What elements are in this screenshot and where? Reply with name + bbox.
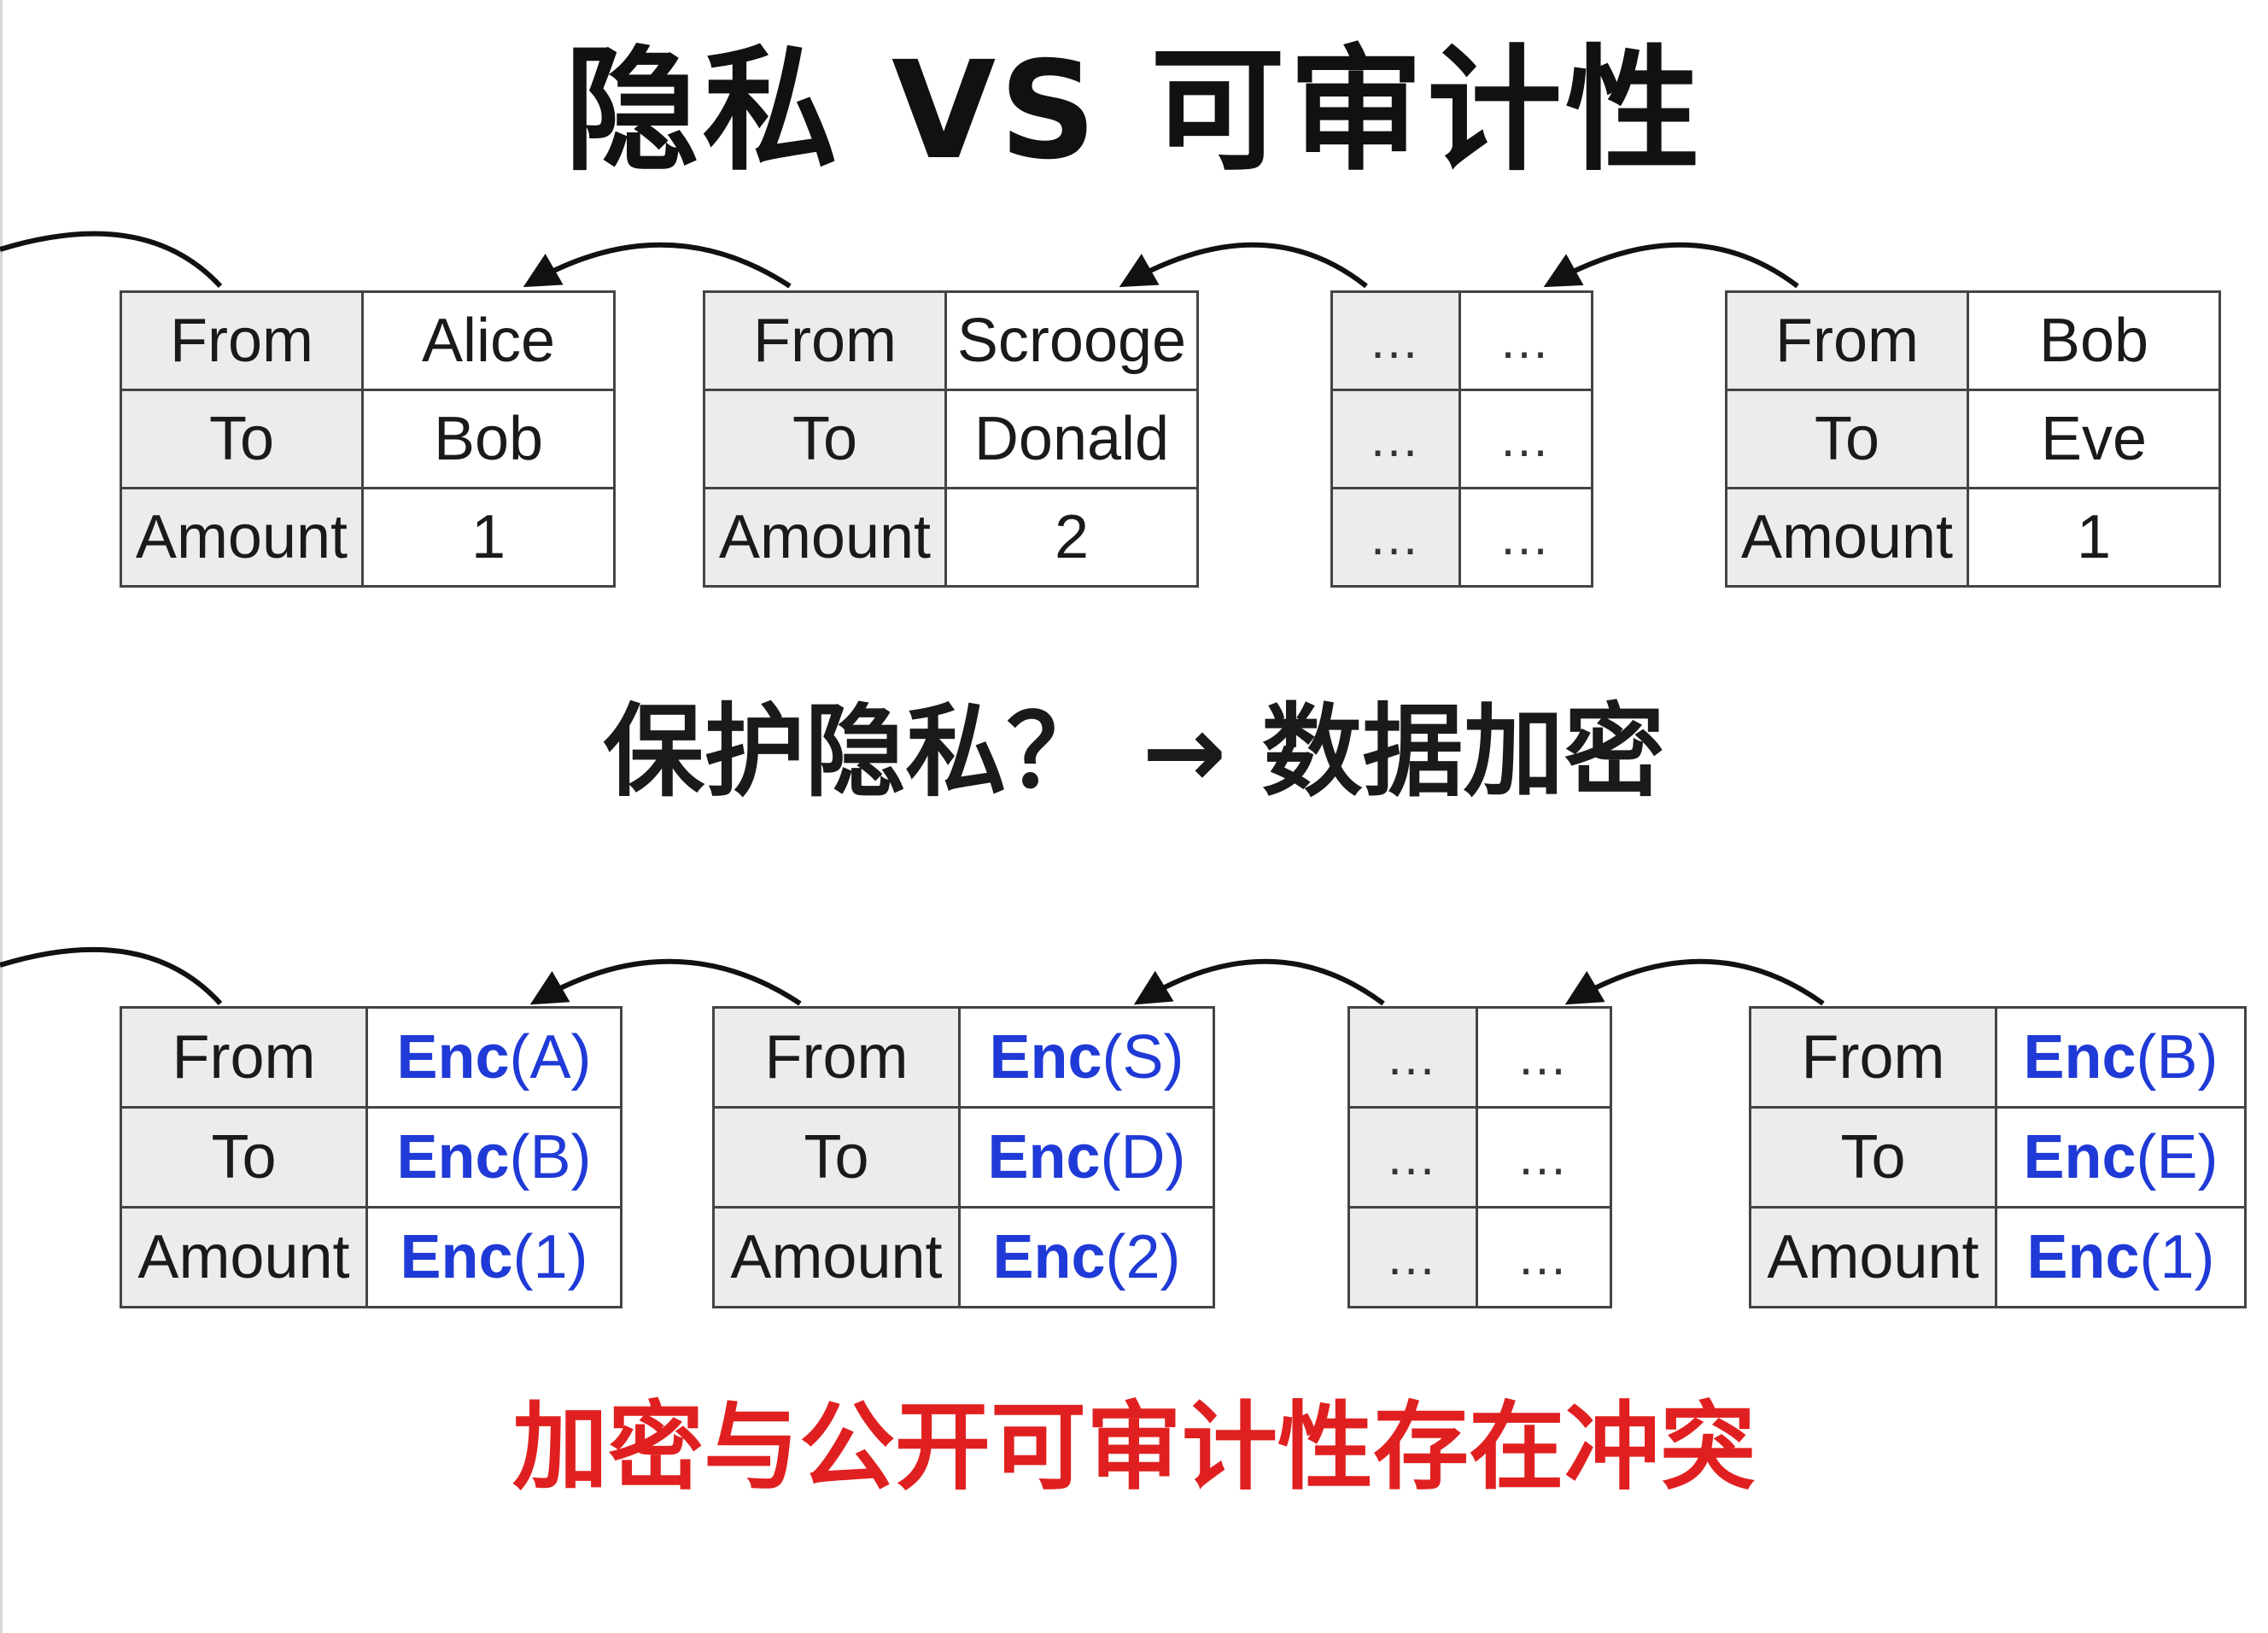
enc-argument: (2) — [1105, 1223, 1181, 1291]
page-left-edge — [0, 0, 3, 1633]
field-value: Alice — [361, 290, 616, 391]
enc-block-ellipsis: …… …… …… — [1347, 1006, 1612, 1308]
field-key: To — [703, 389, 947, 489]
encrypted-value: Enc(B) — [1995, 1006, 2247, 1109]
enc-function: Enc — [987, 1123, 1101, 1191]
enc-argument: (B) — [2136, 1023, 2218, 1092]
arrow-enc-3-to-2 — [1564, 958, 1825, 1006]
field-value: Bob — [361, 389, 616, 489]
ellipsis-cell: … — [1476, 1006, 1612, 1109]
field-key: From — [712, 1006, 961, 1109]
enc-argument: (B) — [509, 1123, 592, 1191]
enc-argument: (A) — [509, 1023, 592, 1092]
arrow-plain-0-offpage — [0, 231, 223, 289]
conflict-note: 加密与公开可审计性存在冲突 — [512, 1392, 1756, 1503]
ellipsis-cell: … — [1476, 1106, 1612, 1209]
enc-function: Enc — [396, 1123, 510, 1191]
field-value: 2 — [944, 487, 1199, 588]
field-key: From — [1725, 290, 1969, 391]
field-key: Amount — [703, 487, 947, 588]
enc-argument: (S) — [1102, 1023, 1184, 1092]
encrypted-value: Enc(E) — [1995, 1106, 2247, 1209]
field-key: From — [120, 290, 364, 391]
field-key: To — [1725, 389, 1969, 489]
field-key: Amount — [712, 1206, 961, 1308]
enc-function: Enc — [989, 1023, 1102, 1092]
field-key: Amount — [1725, 487, 1969, 588]
enc-function: Enc — [2026, 1223, 2140, 1291]
ellipsis-cell: … — [1458, 487, 1593, 588]
arrow-enc-2-to-1 — [1133, 958, 1385, 1006]
field-value: Donald — [944, 389, 1199, 489]
field-key: Amount — [1749, 1206, 1997, 1308]
enc-function: Enc — [2023, 1123, 2136, 1191]
arrow-plain-2-to-1 — [1119, 242, 1368, 289]
enc-function: Enc — [2023, 1023, 2136, 1092]
enc-argument: (D) — [1100, 1123, 1186, 1191]
plain-block-ellipsis: …… …… …… — [1330, 290, 1593, 588]
privacy-encryption-heading: 保护隐私？ → 数据加密 — [603, 693, 1665, 811]
field-key: To — [1749, 1106, 1997, 1209]
ellipsis-cell: … — [1458, 389, 1593, 489]
field-value: Bob — [1967, 290, 2221, 391]
enc-function: Enc — [396, 1023, 510, 1092]
field-key: From — [703, 290, 947, 391]
ellipsis-cell: … — [1347, 1106, 1478, 1209]
arrow-enc-0-offpage — [0, 946, 223, 1006]
field-key: Amount — [120, 1206, 368, 1308]
field-key: To — [120, 389, 364, 489]
enc-argument: (E) — [2136, 1123, 2218, 1191]
enc-function: Enc — [992, 1223, 1106, 1291]
enc-argument: (1) — [2139, 1223, 2215, 1291]
ellipsis-cell: … — [1458, 290, 1593, 391]
ellipsis-cell: … — [1330, 389, 1461, 489]
encrypted-value: Enc(A) — [365, 1006, 623, 1109]
enc-argument: (1) — [512, 1223, 588, 1291]
page-title: 隐私 VS 可审计性 — [564, 32, 1704, 190]
ellipsis-cell: … — [1476, 1206, 1612, 1308]
ellipsis-cell: … — [1330, 290, 1461, 391]
ellipsis-cell: … — [1347, 1006, 1478, 1109]
encrypted-value: Enc(S) — [958, 1006, 1215, 1109]
encrypted-value: Enc(D) — [958, 1106, 1215, 1209]
field-key: From — [120, 1006, 368, 1109]
ellipsis-cell: … — [1347, 1206, 1478, 1308]
field-key: To — [712, 1106, 961, 1209]
ellipsis-cell: … — [1330, 487, 1461, 588]
field-key: From — [1749, 1006, 1997, 1109]
arrow-plain-3-to-2 — [1543, 242, 1799, 289]
encrypted-value: Enc(1) — [1995, 1206, 2247, 1308]
field-key: Amount — [120, 487, 364, 588]
field-value: Eve — [1967, 389, 2221, 489]
encrypted-value: Enc(B) — [365, 1106, 623, 1209]
encrypted-value: Enc(2) — [958, 1206, 1215, 1308]
field-key: To — [120, 1106, 368, 1209]
encrypted-value: Enc(1) — [365, 1206, 623, 1308]
field-value: Scrooge — [944, 290, 1199, 391]
field-value: 1 — [1967, 487, 2221, 588]
arrow-plain-1-to-0 — [523, 242, 792, 289]
enc-function: Enc — [400, 1223, 513, 1291]
arrow-enc-1-to-0 — [529, 958, 802, 1006]
field-value: 1 — [361, 487, 616, 588]
